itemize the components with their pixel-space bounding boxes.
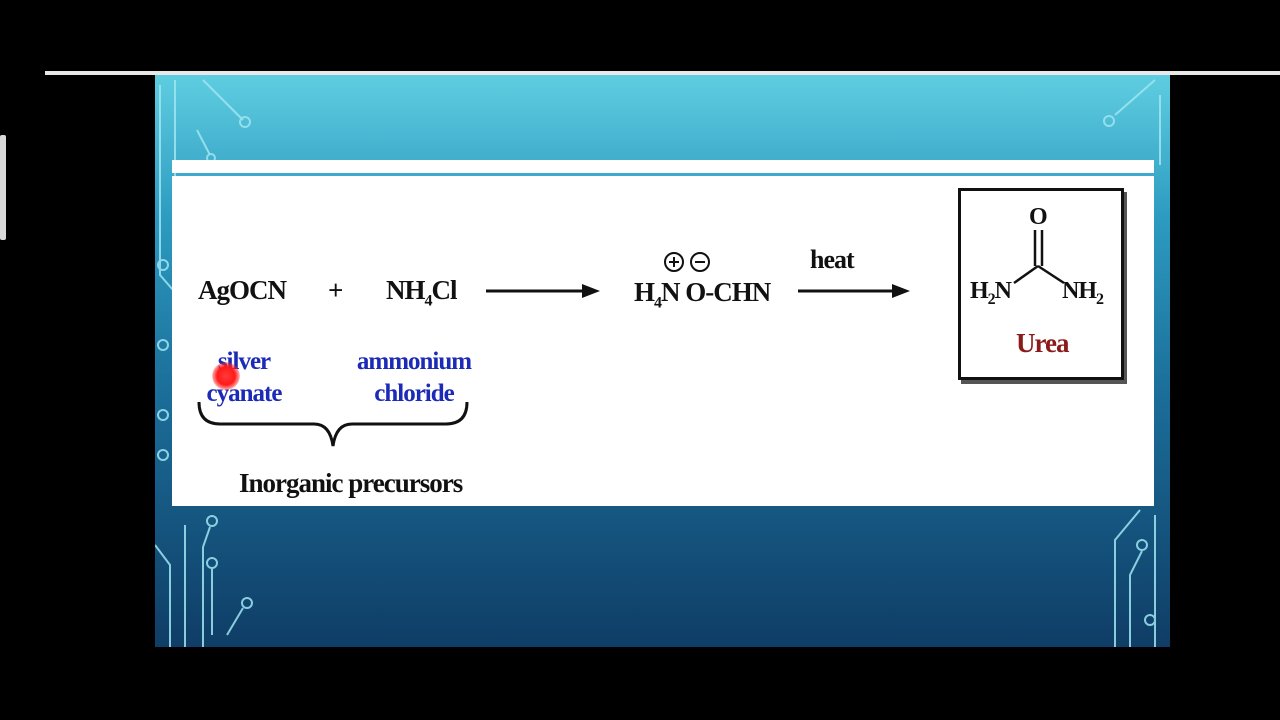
plus-sign: + bbox=[328, 275, 343, 305]
reactant2-sub: 4 bbox=[424, 292, 433, 310]
reactant-agocn: AgOCN bbox=[198, 275, 287, 305]
ammonium-chloride-label: ammonium chloride bbox=[350, 346, 478, 410]
laser-pointer-dot bbox=[212, 362, 240, 390]
intermediate-tail: N O-CHN bbox=[661, 277, 771, 307]
urea-name-label: Urea bbox=[1016, 328, 1069, 358]
positive-charge-icon bbox=[664, 252, 684, 272]
ammonium-chloride-line2: chloride bbox=[374, 380, 455, 407]
intermediate-h: H bbox=[634, 277, 655, 307]
urea-left-sub: 2 bbox=[987, 290, 996, 308]
urea-right-amine: NH2 bbox=[1062, 278, 1104, 309]
precursor-brace bbox=[197, 401, 469, 447]
urea-right-nh: NH bbox=[1062, 278, 1097, 304]
reaction-arrow-2 bbox=[798, 284, 910, 298]
top-divider-line bbox=[45, 71, 1280, 75]
negative-charge-icon bbox=[690, 252, 710, 272]
inorganic-precursors-label: Inorganic precursors bbox=[239, 468, 463, 498]
urea-oxygen: O bbox=[1029, 204, 1048, 230]
intermediate-sub: 4 bbox=[654, 294, 662, 312]
reactant-nh4cl: NH4Cl bbox=[386, 275, 458, 310]
urea-left-n: N bbox=[994, 278, 1012, 304]
urea-left-amine: H2N bbox=[970, 278, 1012, 309]
reaction-arrow-1 bbox=[486, 284, 600, 298]
urea-bonds bbox=[1013, 230, 1065, 285]
panel-top-strip bbox=[172, 160, 1154, 173]
silver-cyanate-line1: silver bbox=[217, 348, 271, 375]
heat-label: heat bbox=[810, 245, 855, 274]
urea-left-h: H bbox=[970, 278, 989, 304]
intermediate-ammonium-cyanate: H4N O-CHN bbox=[634, 277, 771, 312]
left-scroll-indicator bbox=[0, 135, 6, 240]
ammonium-chloride-line1: ammonium bbox=[356, 348, 472, 375]
urea-right-sub: 2 bbox=[1096, 290, 1104, 308]
urea-product-box bbox=[958, 188, 1124, 380]
reactant2-tail: Cl bbox=[431, 275, 458, 305]
reactant2-main: NH bbox=[386, 275, 425, 305]
